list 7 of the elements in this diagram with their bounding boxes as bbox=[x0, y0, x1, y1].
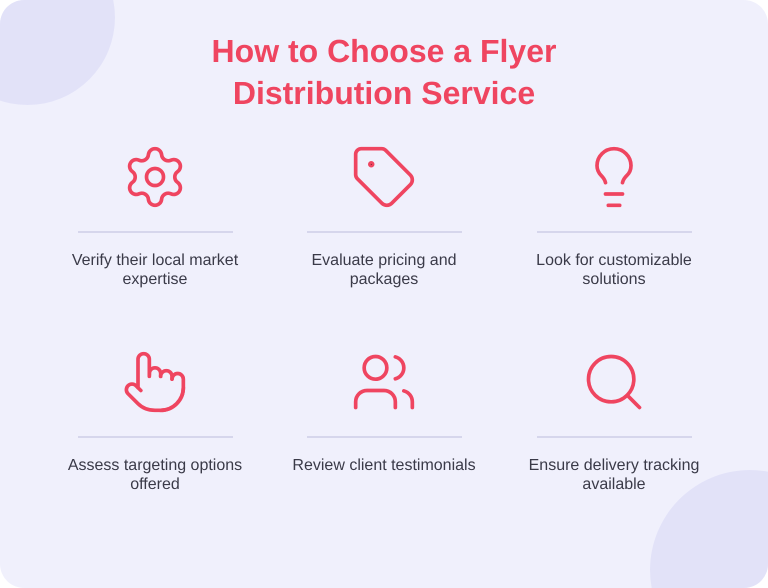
item-text: Verify their local market expertise bbox=[70, 251, 240, 289]
item-text: Look for customizable solutions bbox=[535, 251, 693, 289]
item-text: Evaluate pricing and packages bbox=[310, 251, 458, 289]
title: How to Choose a Flyer Distribution Service bbox=[210, 32, 558, 113]
item-text: Review client testimonials bbox=[291, 456, 477, 475]
item-text: Assess targeting options offered bbox=[66, 456, 244, 494]
item-text: Ensure delivery tracking available bbox=[528, 456, 700, 494]
